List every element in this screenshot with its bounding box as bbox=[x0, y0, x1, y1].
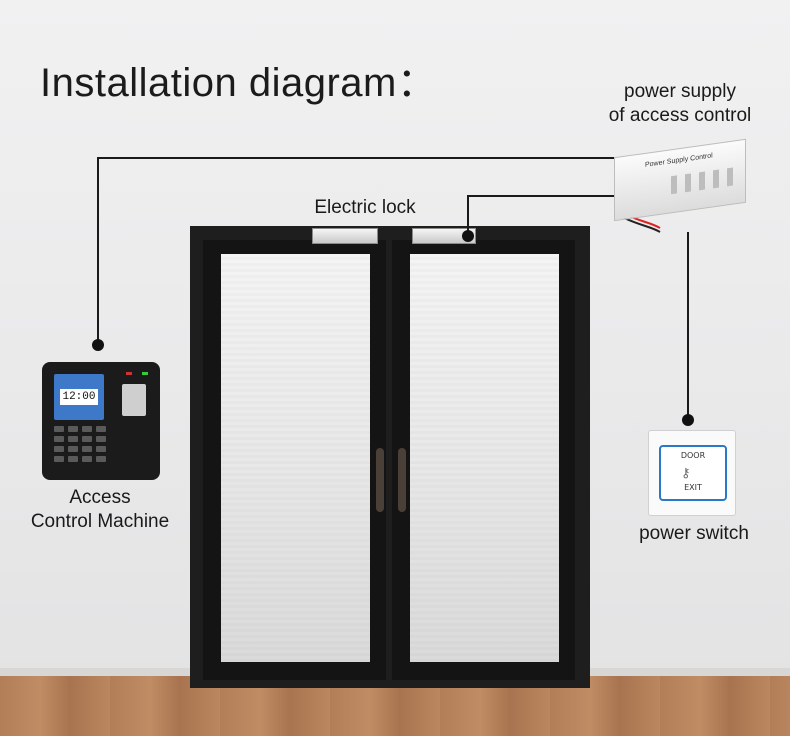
wire-dot-lock bbox=[462, 230, 474, 242]
switch-door-text: DOOR bbox=[661, 451, 725, 460]
access-machine-label: Access Control Machine bbox=[20, 486, 180, 534]
access-machine-label-line1: Access bbox=[20, 486, 180, 510]
keypad-key bbox=[54, 436, 64, 442]
keypad-key bbox=[68, 426, 78, 432]
psu-vent bbox=[671, 175, 677, 194]
power-supply-label-line2: of access control bbox=[600, 104, 760, 128]
psu-vent bbox=[727, 168, 733, 187]
switch-exit-text: EXIT bbox=[661, 483, 725, 492]
keypad-key bbox=[68, 456, 78, 462]
wire-dot-machine bbox=[92, 339, 104, 351]
keypad-key bbox=[96, 436, 106, 442]
keypad-key bbox=[54, 426, 64, 432]
exit-switch-button: DOOR ⚷ EXIT bbox=[659, 445, 727, 501]
keypad-key bbox=[96, 456, 106, 462]
keypad-key bbox=[54, 446, 64, 452]
machine-time: 12:00 bbox=[60, 389, 98, 405]
wire-dot-switch bbox=[682, 414, 694, 426]
power-supply-label: power supply of access control bbox=[600, 80, 760, 128]
power-switch-label: power switch bbox=[626, 522, 762, 546]
keypad-key bbox=[82, 436, 92, 442]
fingerprint-sensor bbox=[122, 384, 146, 416]
keypad-key bbox=[82, 426, 92, 432]
psu-vent bbox=[699, 171, 705, 190]
keypad-key bbox=[82, 456, 92, 462]
access-control-machine: 12:00 bbox=[42, 362, 160, 480]
machine-led-green bbox=[142, 372, 148, 375]
machine-keypad bbox=[54, 426, 110, 462]
keypad-key bbox=[68, 446, 78, 452]
access-machine-label-line2: Control Machine bbox=[20, 510, 180, 534]
exit-switch: DOOR ⚷ EXIT bbox=[648, 430, 736, 516]
power-supply-label-line1: power supply bbox=[600, 80, 760, 104]
keypad-key bbox=[96, 446, 106, 452]
machine-led-red bbox=[126, 372, 132, 375]
keypad-key bbox=[82, 446, 92, 452]
psu-vent bbox=[713, 170, 719, 189]
wire-to-lock bbox=[468, 196, 614, 236]
keypad-key bbox=[96, 426, 106, 432]
wire-to-machine bbox=[98, 158, 614, 344]
electric-lock-label: Electric lock bbox=[300, 196, 430, 220]
machine-screen: 12:00 bbox=[54, 374, 104, 420]
keypad-key bbox=[54, 456, 64, 462]
keypad-key bbox=[68, 436, 78, 442]
psu-vent bbox=[685, 173, 691, 192]
psu-brand-text: Power Supply Control bbox=[645, 152, 713, 169]
key-icon: ⚷ bbox=[681, 465, 691, 481]
